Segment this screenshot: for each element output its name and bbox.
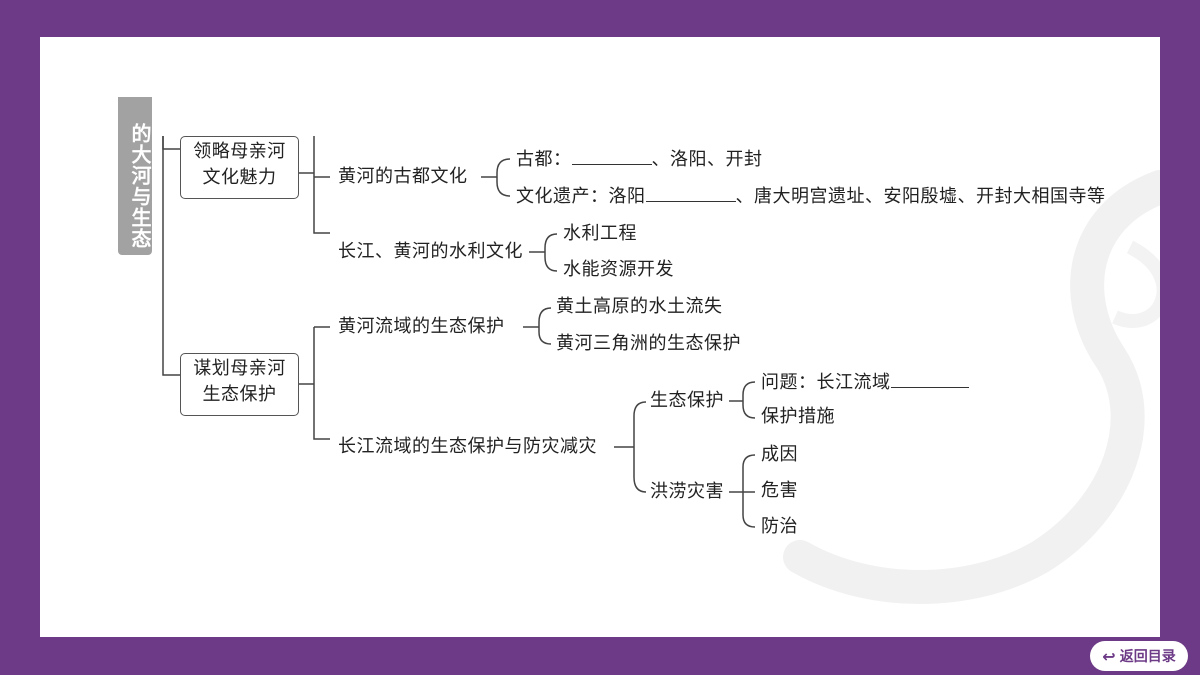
node-yangtze-eco: 长江流域的生态保护与防灾减灾 — [338, 436, 597, 457]
node-yellow-river-eco: 黄河流域的生态保护 — [338, 316, 505, 337]
node-cultural-heritage: 文化遗产：洛阳 、唐大明宫遗址、安阳殷墟、开封大相国寺等 — [516, 185, 1106, 207]
chapter-side-tab: 的大河与生态 — [118, 97, 152, 255]
return-to-contents-button[interactable]: ↩ 返回目录 — [1090, 641, 1188, 671]
fill-in-blank — [571, 148, 652, 165]
node-measures: 保护措施 — [761, 406, 835, 427]
node-prevention: 防治 — [761, 516, 798, 537]
fill-in-blank — [645, 185, 736, 202]
node-culture-box: 领略母亲河 文化魅力 — [180, 136, 299, 199]
node-harm: 危害 — [761, 480, 798, 501]
node-culture-line1: 领略母亲河 — [193, 141, 286, 162]
node-cultural-heritage-suffix: 、唐大明宫遗址、安阳殷墟、开封大相国寺等 — [735, 186, 1106, 207]
node-ecology-box: 谋划母亲河 生态保护 — [180, 353, 299, 416]
node-ancient-capitals: 古都： 、洛阳、开封 — [516, 148, 763, 170]
node-problem-prefix: 问题：长江流域 — [761, 372, 891, 393]
node-water-projects: 水利工程 — [563, 223, 637, 244]
node-cultural-heritage-prefix: 文化遗产：洛阳 — [516, 186, 646, 207]
content-panel: 的大河与生态 领略母亲河 文化魅力 谋划母亲河 生态保护 黄河的古都文化 古都：… — [40, 37, 1160, 637]
background-decoration — [783, 170, 1160, 604]
node-ecology-line1: 谋划母亲河 — [193, 358, 286, 379]
node-ancient-capital-culture: 黄河的古都文化 — [338, 166, 468, 187]
node-problem: 问题：长江流域 — [761, 371, 969, 393]
node-water-culture: 长江、黄河的水利文化 — [338, 241, 523, 262]
node-causes: 成因 — [761, 444, 798, 465]
node-eco-protection: 生态保护 — [650, 390, 724, 411]
return-arrow-icon: ↩ — [1102, 646, 1116, 666]
node-flood-disaster: 洪涝灾害 — [650, 481, 724, 502]
node-ecology-line2: 生态保护 — [202, 384, 277, 405]
node-hydropower: 水能资源开发 — [563, 259, 674, 280]
node-ancient-capitals-prefix: 古都： — [516, 149, 572, 170]
return-button-label: 返回目录 — [1119, 649, 1176, 665]
fill-in-blank — [890, 371, 969, 388]
node-ancient-capitals-suffix: 、洛阳、开封 — [651, 149, 763, 170]
node-culture-line2: 文化魅力 — [202, 167, 277, 188]
node-loess-erosion: 黄土高原的水土流失 — [556, 296, 723, 317]
node-delta-eco: 黄河三角洲的生态保护 — [556, 333, 741, 354]
